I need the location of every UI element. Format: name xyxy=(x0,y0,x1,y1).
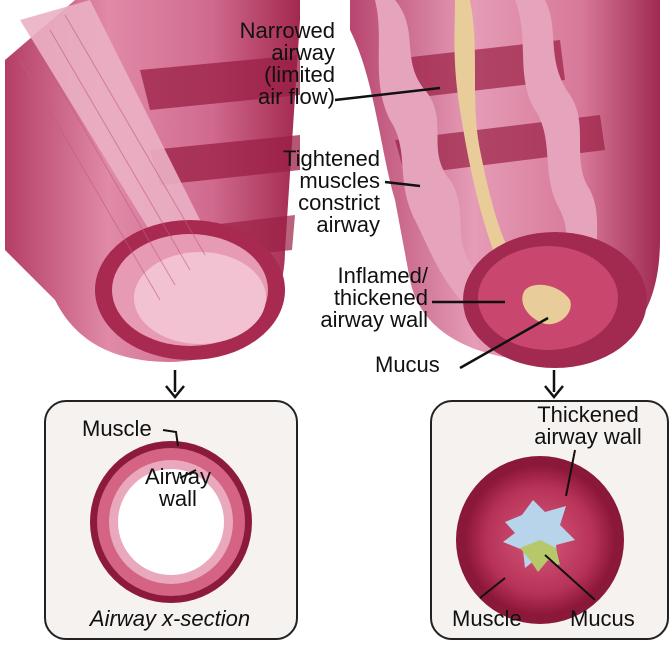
label-tightened-muscles: Tightened muscles constrict airway xyxy=(230,148,380,236)
label-line: constrict xyxy=(230,192,380,214)
label-mucus-main: Mucus xyxy=(375,354,440,376)
label-line: Airway xyxy=(128,466,228,488)
label-line: airway wall xyxy=(290,309,428,331)
label-right-mucus: Mucus xyxy=(570,608,635,630)
label-left-airway-wall: Airway wall xyxy=(128,466,228,510)
label-line: Tightened xyxy=(230,148,380,170)
label-left-muscle: Muscle xyxy=(82,418,152,440)
label-line: Inflamed/ xyxy=(290,265,428,287)
label-line: Thickened xyxy=(518,404,658,426)
arrows xyxy=(175,370,554,392)
label-right-muscle: Muscle xyxy=(452,608,522,630)
label-line: (limited xyxy=(180,64,335,86)
label-line: muscles xyxy=(230,170,380,192)
label-line: Narrowed xyxy=(180,20,335,42)
label-line: airway wall xyxy=(518,426,658,448)
label-narrowed-airway: Narrowed airway (limited air flow) xyxy=(180,20,335,108)
label-airway-x-section: Airway x-section xyxy=(60,608,280,630)
label-line: airway xyxy=(180,42,335,64)
label-line: thickened xyxy=(290,287,428,309)
label-line: wall xyxy=(128,488,228,510)
label-right-thickened-wall: Thickened airway wall xyxy=(518,404,658,448)
label-line: air flow) xyxy=(180,86,335,108)
label-inflamed-wall: Inflamed/ thickened airway wall xyxy=(290,265,428,331)
label-line: airway xyxy=(230,214,380,236)
